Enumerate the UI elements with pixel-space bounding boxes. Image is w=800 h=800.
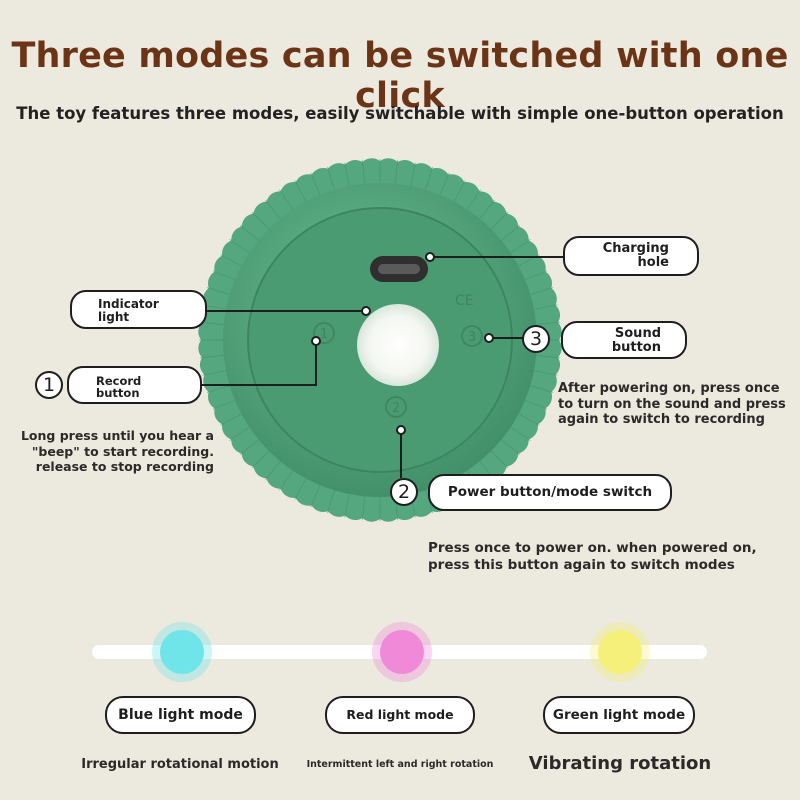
- record-description: Long press until you hear a "beep" to st…: [20, 428, 214, 474]
- power-description: Press once to power on. when powered on,…: [428, 540, 757, 573]
- indicator-light-label: Indicator light: [70, 290, 207, 329]
- record-button-label: Record button: [67, 366, 202, 404]
- power-button-label: Power button/mode switch: [428, 474, 672, 511]
- svg-text:2: 2: [392, 401, 400, 416]
- page-title: Three modes can be switched with one cli…: [11, 36, 789, 116]
- sound-number-badge: 3: [522, 325, 550, 353]
- charging-port-inner: [378, 264, 420, 274]
- green-light-mode-label: Green light mode: [543, 696, 695, 734]
- power-dot: [396, 425, 406, 435]
- button-3-mark: [461, 325, 483, 347]
- green-mode-description: Vibrating rotation: [528, 753, 712, 774]
- svg-text:3: 3: [468, 330, 476, 345]
- charging-dot: [425, 252, 435, 262]
- sound-description: After powering on, press once to turn on…: [558, 381, 786, 427]
- power-number-badge: 2: [390, 478, 418, 506]
- page-subtitle: The toy features three modes, easily swi…: [16, 104, 784, 123]
- ce-mark: CE: [455, 293, 474, 309]
- mode-light-dot: [160, 630, 204, 674]
- blue-mode-description: Irregular rotational motion: [81, 757, 279, 772]
- sound-button-label: Sound button: [561, 321, 687, 359]
- charging-hole-label: Charging hole: [563, 236, 699, 276]
- red-mode-description: Intermittent left and right rotation: [306, 759, 494, 770]
- indicator-light: [357, 304, 439, 386]
- sound-dot: [484, 333, 494, 343]
- button-2-mark: [385, 396, 407, 418]
- record-number-badge: 1: [35, 371, 63, 399]
- mode-light-dot: [598, 630, 642, 674]
- red-light-mode-label: Red light mode: [325, 696, 475, 734]
- svg-text:1: 1: [320, 327, 328, 342]
- button-1-mark: [313, 322, 335, 344]
- mode-light-dot: [380, 630, 424, 674]
- indicator-dot: [361, 306, 371, 316]
- record-leader: [200, 341, 317, 386]
- blue-light-mode-label: Blue light mode: [105, 696, 256, 734]
- record-dot: [311, 336, 321, 346]
